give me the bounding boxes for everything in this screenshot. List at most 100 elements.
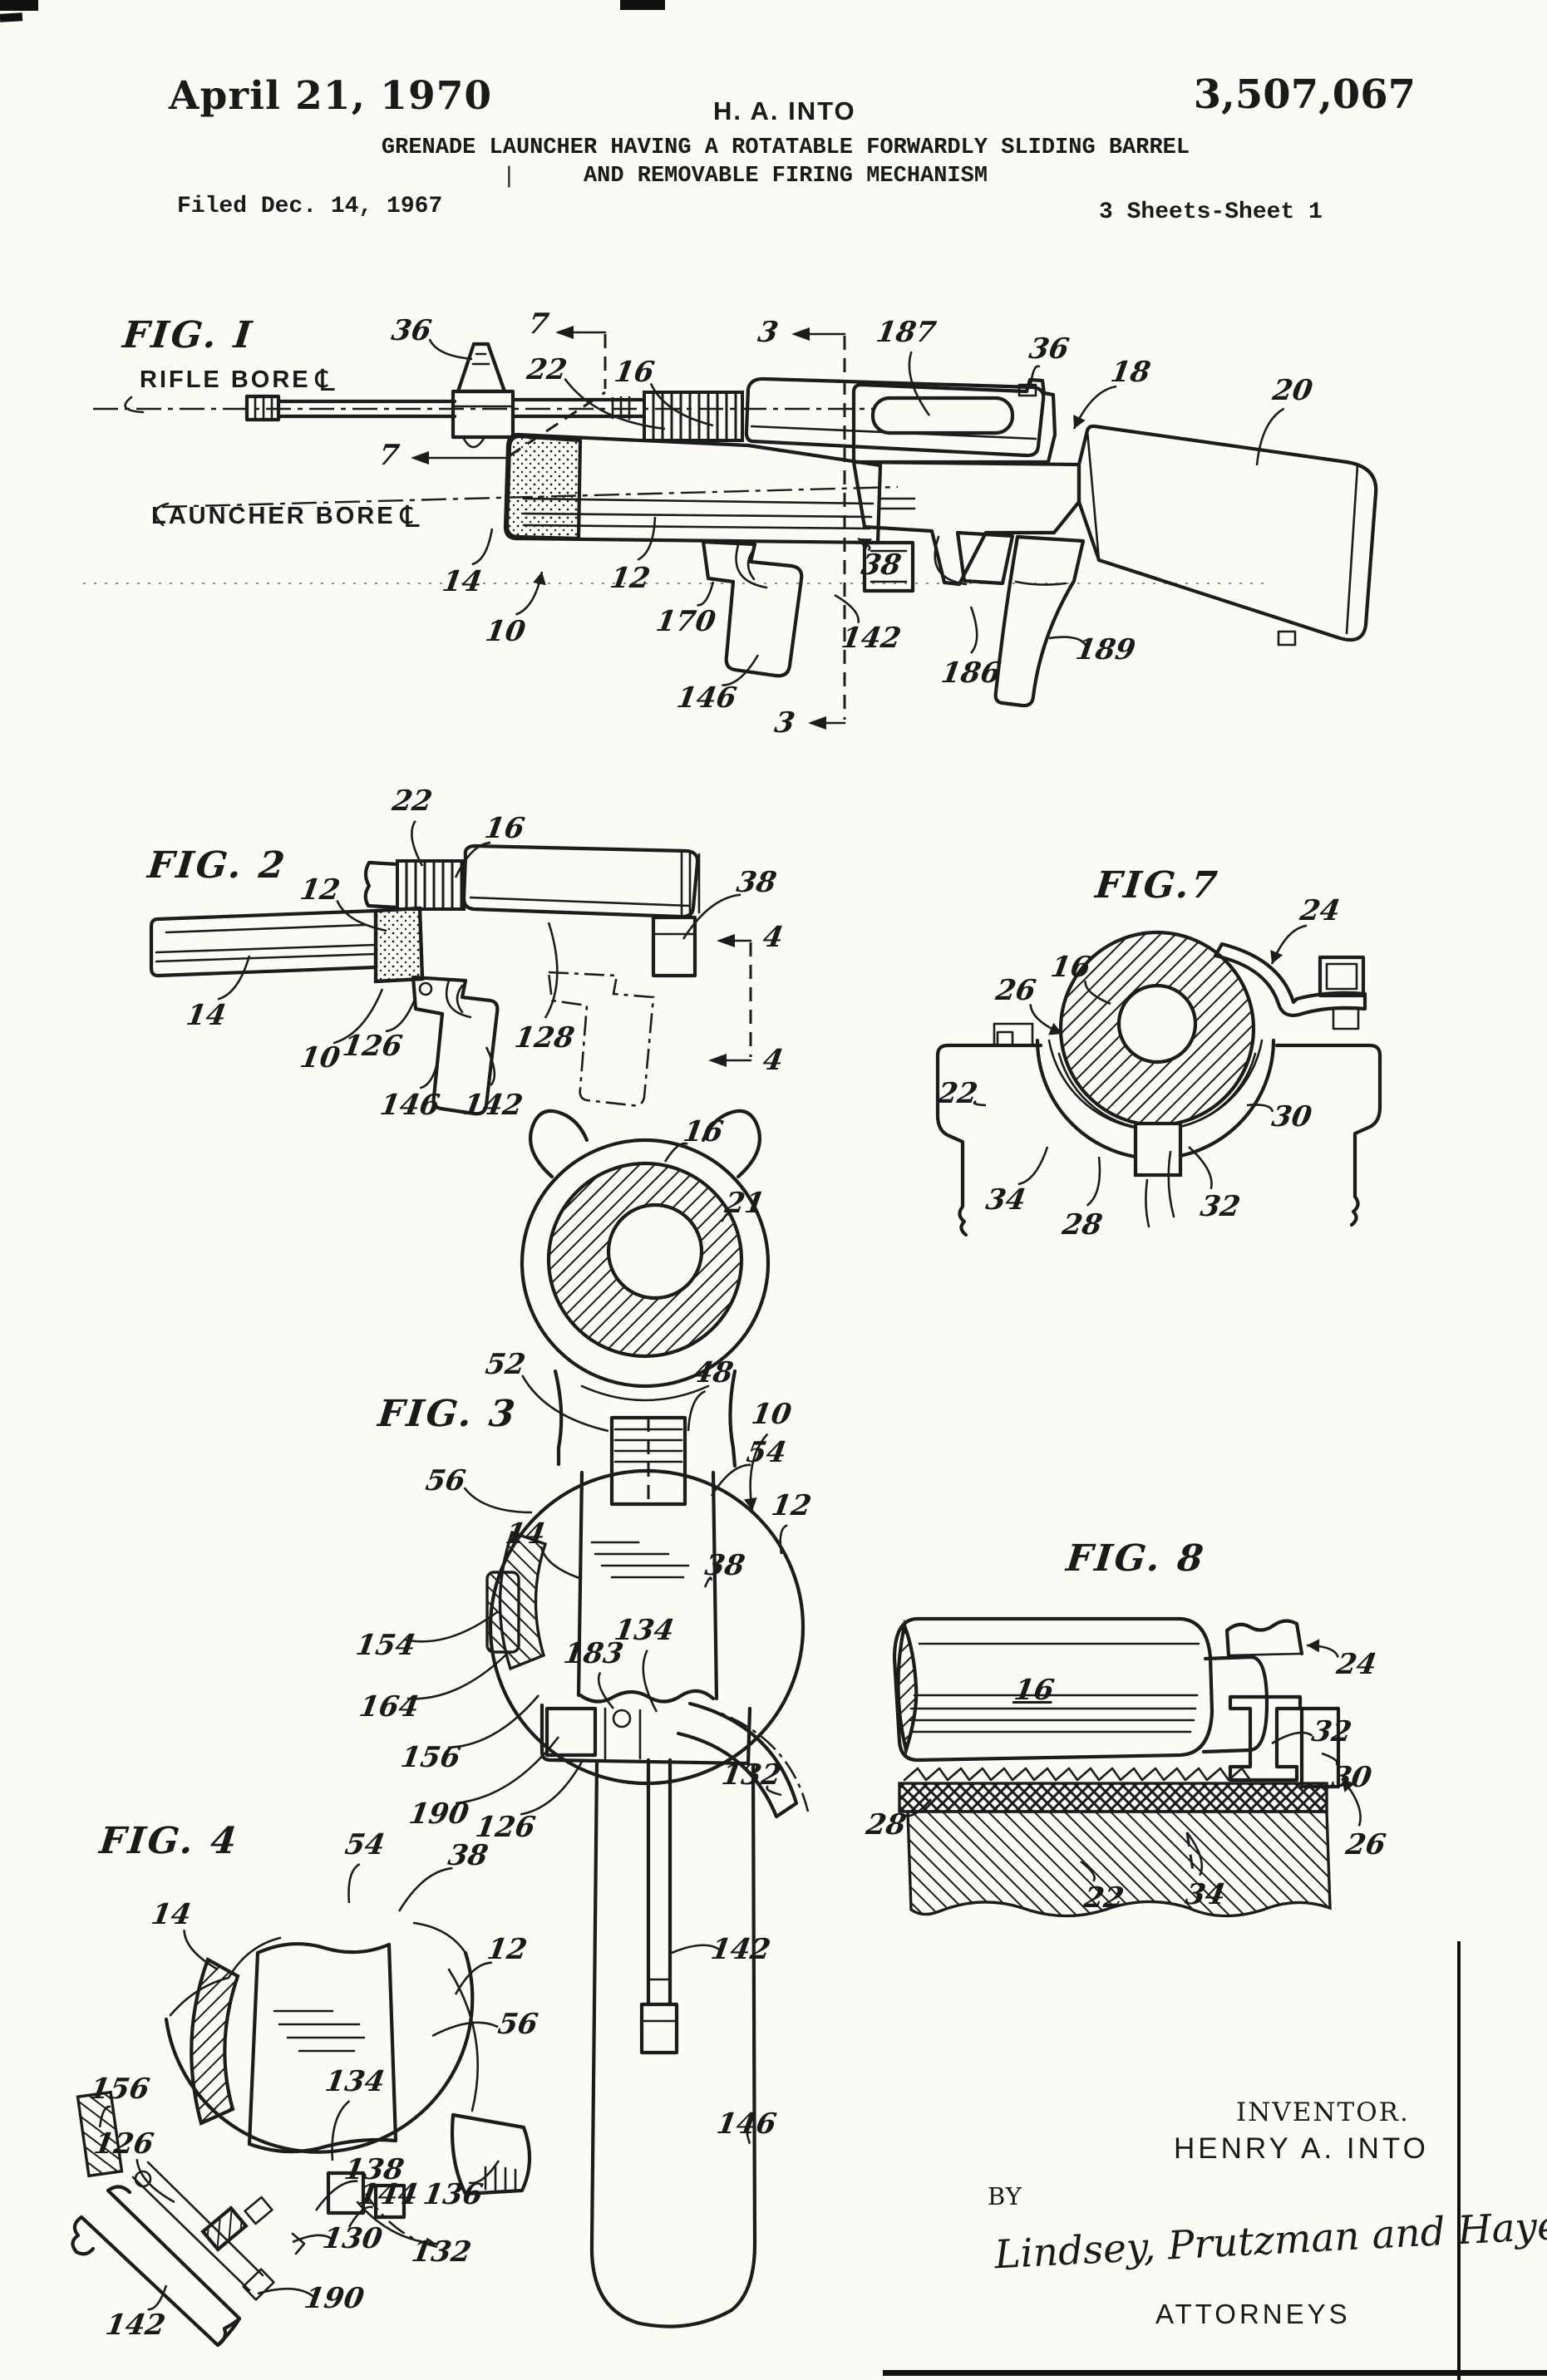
fig8-detail-drawing <box>892 1616 1341 1918</box>
sheet-label: 3 Sheets-Sheet 1 <box>1099 199 1323 225</box>
fig3-section-drawing <box>485 1109 810 2328</box>
fig4-ref-130: 130 <box>320 2222 385 2255</box>
fig1-ref-14: 14 <box>440 565 485 598</box>
fig2-ref-38: 38 <box>734 866 779 899</box>
fig1-ref-36: 36 <box>1027 332 1072 366</box>
fig4-ref-12: 12 <box>485 1933 530 1966</box>
fig2-ref-142: 142 <box>461 1089 525 1122</box>
scan-artifact <box>883 2370 1547 2376</box>
fig4-ref-190: 190 <box>302 2282 367 2315</box>
fig4-ref-56: 56 <box>495 2008 540 2041</box>
fig1-ref-12: 12 <box>608 562 653 595</box>
fig1-ref-189: 189 <box>1073 633 1138 666</box>
fig2-ref-12: 12 <box>298 873 342 907</box>
fig1-ref-18: 18 <box>1108 356 1153 389</box>
fig3-ref-190: 190 <box>406 1797 471 1831</box>
patent-title-line1: GRENADE LAUNCHER HAVING A ROTATABLE FORW… <box>381 135 1190 160</box>
fig8-ref-24: 24 <box>1334 1648 1379 1681</box>
by-label: BY <box>988 2182 1022 2210</box>
fig2-label: FIG. 2 <box>145 844 289 887</box>
fig8-ref-16: 16 <box>1012 1674 1057 1707</box>
fig3-label: FIG. 3 <box>376 1393 520 1435</box>
stray-mark: | <box>505 163 513 188</box>
fig3-ref-38: 38 <box>702 1549 747 1582</box>
fig7-ref-24: 24 <box>1298 894 1343 927</box>
scan-artifact <box>0 0 38 11</box>
inventor-name: HENRY A. INTO <box>1174 2132 1429 2165</box>
fig1-ref-16: 16 <box>612 356 657 389</box>
fig4-detail-drawing <box>71 1921 532 2348</box>
fig4-label: FIG. 4 <box>97 1820 241 1862</box>
fig4-ref-126: 126 <box>91 2127 156 2161</box>
fig1-ref-20: 20 <box>1270 374 1315 407</box>
fig3-ref-134: 134 <box>612 1614 677 1647</box>
rifle-bore-label: RIFLE BORE℄ <box>140 364 337 398</box>
patent-number: 3,507,067 <box>1193 71 1416 118</box>
fig4-ref-156: 156 <box>87 2073 152 2106</box>
fig7-ref-26: 26 <box>993 974 1038 1007</box>
fig1-ref-170: 170 <box>653 605 718 638</box>
fig4-ref-14: 14 <box>149 1898 194 1931</box>
fig2-ref-10: 10 <box>298 1041 342 1074</box>
fig1-ref-22: 22 <box>525 353 569 386</box>
fig7-ref-34: 34 <box>983 1183 1028 1217</box>
fig4-ref-54: 54 <box>342 1828 387 1861</box>
fig1-ref-146: 146 <box>674 681 739 715</box>
fig4-ref-144: 144 <box>356 2178 421 2211</box>
fig3-ref-56: 56 <box>423 1464 468 1497</box>
scan-artifact <box>1457 1941 1461 2380</box>
centerline-icon: ℄ <box>400 500 422 534</box>
fig8-ref-26: 26 <box>1343 1828 1388 1861</box>
fig3-ref-142: 142 <box>708 1933 773 1966</box>
fig4-ref-38: 38 <box>446 1839 490 1872</box>
fig3-ref-164: 164 <box>357 1690 421 1724</box>
fig2-ref-128: 128 <box>512 1021 577 1055</box>
fig1-ref-10: 10 <box>483 615 528 648</box>
fig7-label: FIG.7 <box>1093 864 1222 907</box>
fig2-ref-146: 146 <box>377 1089 442 1122</box>
fig3-ref-12: 12 <box>769 1489 814 1522</box>
inventor-caption: INVENTOR. <box>1236 2097 1410 2127</box>
fig2-ref-22: 22 <box>390 784 435 818</box>
fig4-ref-134: 134 <box>323 2065 387 2098</box>
inventor-abbrev: H. A. INTO <box>713 96 856 125</box>
scan-artifact <box>620 0 665 10</box>
fig2-ref-126: 126 <box>340 1030 405 1063</box>
fig8-ref-30: 30 <box>1329 1761 1374 1794</box>
fig8-ref-22: 22 <box>1081 1881 1126 1915</box>
fig1-ref-142: 142 <box>839 622 904 655</box>
fig4-ref-142: 142 <box>103 2309 168 2342</box>
fig4-ref-132: 132 <box>409 2235 474 2269</box>
fig8-label: FIG. 8 <box>1064 1537 1208 1580</box>
fig3-ref-48: 48 <box>691 1356 736 1389</box>
fig2-ref-16: 16 <box>482 812 527 845</box>
fig1-ref-38: 38 <box>859 548 904 582</box>
fig2-ref-14: 14 <box>184 999 229 1032</box>
fig3-ref-156: 156 <box>398 1741 463 1774</box>
fig2-launcher-drawing <box>149 843 752 1116</box>
fig7-ref-32: 32 <box>1198 1190 1243 1223</box>
fig1-ref-187: 187 <box>874 316 939 349</box>
fig3-ref-52: 52 <box>483 1348 528 1381</box>
fig8-ref-28: 28 <box>864 1808 909 1842</box>
fig7-section-drawing <box>935 930 1382 1237</box>
fig3-ref-16: 16 <box>681 1115 726 1148</box>
centerline-icon: ℄ <box>315 364 337 398</box>
fig3-ref-146: 146 <box>714 2107 779 2141</box>
fig7-ref-16: 16 <box>1048 951 1093 984</box>
fig3-ref-132: 132 <box>719 1758 784 1792</box>
fig7-ref-30: 30 <box>1269 1100 1314 1133</box>
fig3-ref-21: 21 <box>722 1187 767 1220</box>
fig4-ref-136: 136 <box>421 2178 485 2211</box>
fig1-ref-36: 36 <box>389 314 434 347</box>
fig1-label: FIG. I <box>121 314 256 357</box>
fig3-ref-54: 54 <box>744 1436 789 1469</box>
fig3-ref-154: 154 <box>353 1629 418 1662</box>
patent-title-line2: AND REMOVABLE FIRING MECHANISM <box>583 164 988 189</box>
filing-date: Filed Dec. 14, 1967 <box>177 194 443 219</box>
fig3-ref-14: 14 <box>503 1517 548 1551</box>
fig8-ref-32: 32 <box>1309 1715 1354 1748</box>
